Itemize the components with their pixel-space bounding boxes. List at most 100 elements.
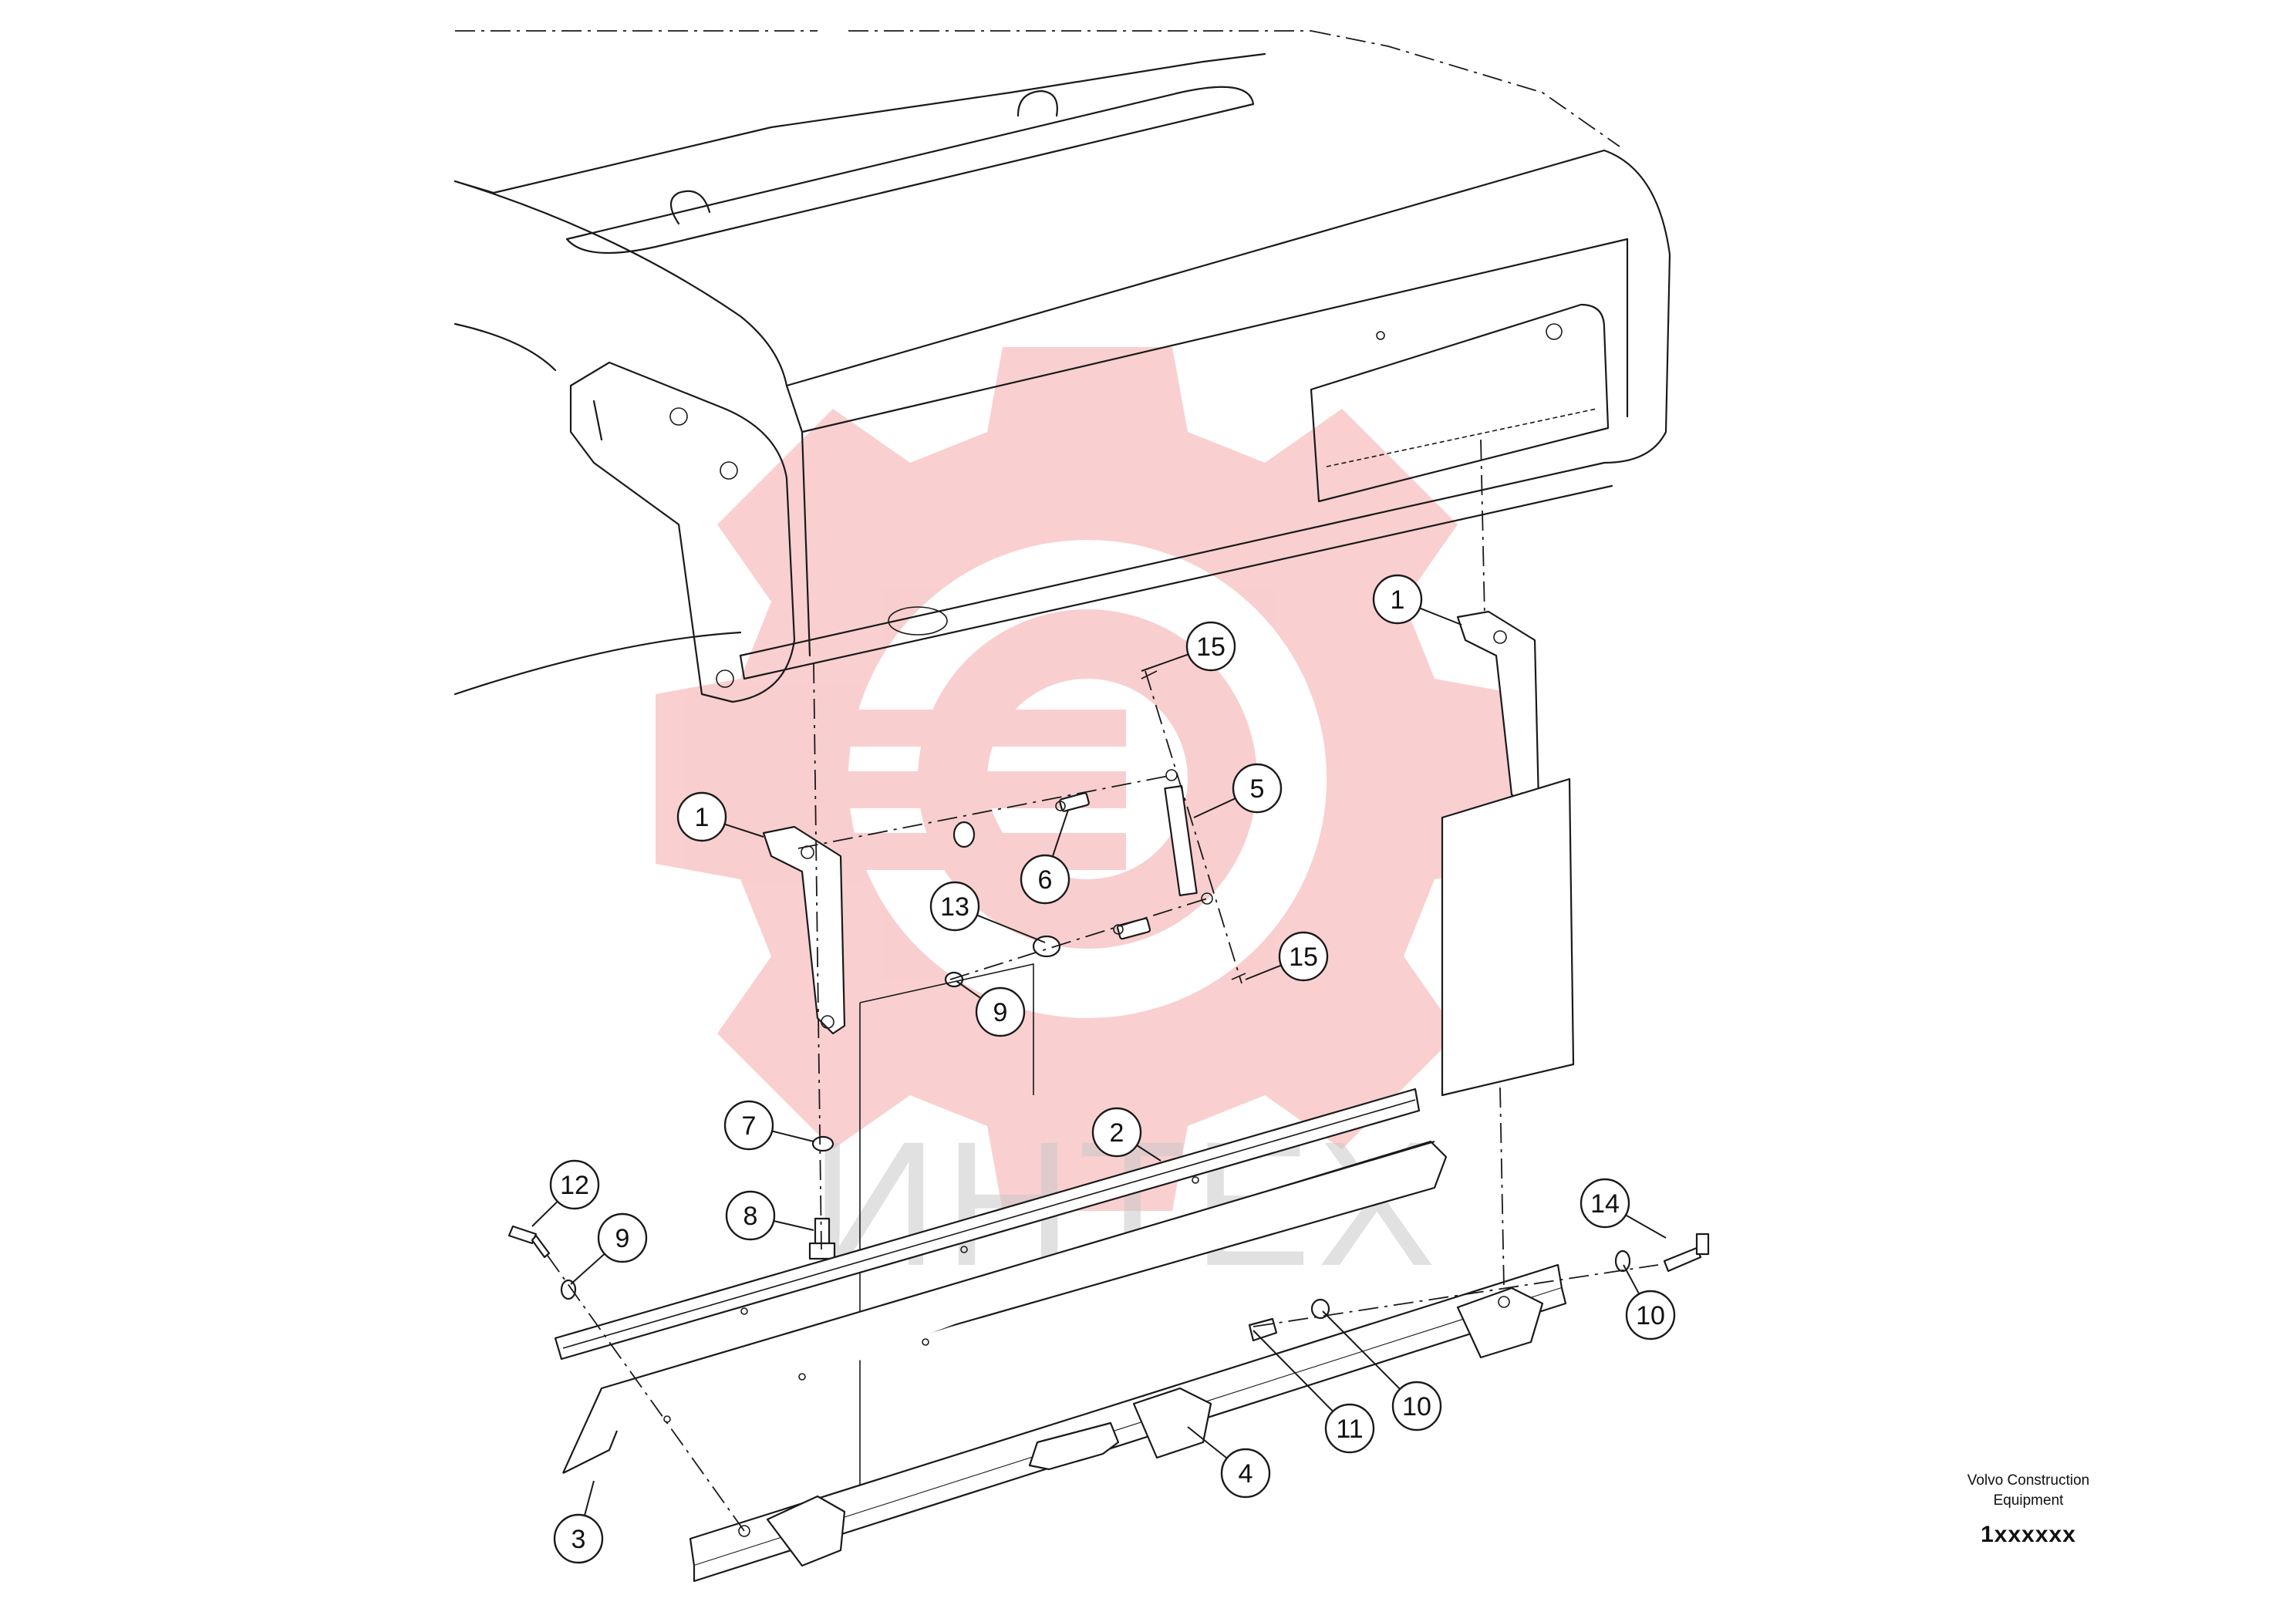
assembly-centerlines (547, 439, 1659, 1532)
rubber-plate-lower (561, 1140, 1448, 1474)
callout-leader (773, 1220, 814, 1231)
bolt-right (1663, 1233, 1710, 1273)
callout-leader (1322, 1310, 1401, 1390)
title-block: Volvo Construction Equipment 1xxxxxx (1905, 1471, 2152, 1548)
callout-number: 6 (1038, 865, 1053, 895)
callout-balloon (1232, 763, 1283, 814)
callout-c10b: 10 (1623, 1264, 1676, 1340)
callout-number: 15 (1196, 632, 1226, 662)
callout-c5: 5 (1193, 763, 1283, 818)
callout-leader (976, 914, 1046, 943)
callout-balloon (1391, 1381, 1442, 1431)
callout-leader (1625, 1214, 1667, 1239)
callout-balloon (1091, 1107, 1142, 1158)
bolt-left (507, 1225, 551, 1259)
callout-c13: 13 (929, 881, 1046, 943)
callout-balloon (1278, 931, 1329, 982)
callout-balloon (597, 1212, 648, 1263)
callout-c6: 6 (1020, 809, 1070, 905)
flat-washer (811, 1135, 834, 1152)
callout-leader (584, 1480, 595, 1516)
callout-balloon (549, 1159, 600, 1210)
callout-c10a: 10 (1322, 1310, 1442, 1431)
callout-balloon (553, 1513, 604, 1564)
callout-balloon (929, 881, 980, 932)
callout-balloon (1324, 1403, 1375, 1454)
callout-number: 2 (1110, 1118, 1124, 1148)
callout-balloon (1185, 621, 1236, 672)
ball-stud-upper (1055, 792, 1090, 812)
callout-leader (1051, 809, 1069, 857)
callout-number: 1 (695, 803, 710, 832)
callout-c2: 2 (1091, 1107, 1161, 1162)
callout-number: 10 (1636, 1301, 1665, 1330)
callout-leader (1419, 607, 1462, 626)
callout-number: 7 (742, 1111, 757, 1141)
callout-balloon (975, 986, 1026, 1037)
callout-number: 1 (1391, 585, 1405, 615)
callout-c15a: 15 (1141, 621, 1236, 672)
callout-c1b: 1 (676, 791, 764, 842)
washer-left (560, 1279, 577, 1300)
callout-leader (531, 1201, 558, 1227)
callout-c8: 8 (725, 1190, 814, 1241)
callout-number: 4 (1239, 1459, 1253, 1489)
callout-number: 14 (1590, 1189, 1620, 1219)
callout-leader (570, 1253, 605, 1285)
callout-number: 10 (1402, 1392, 1431, 1421)
callout-leader (1623, 1264, 1640, 1295)
callout-c11: 11 (1253, 1330, 1375, 1454)
callout-balloon (1625, 1290, 1676, 1340)
callout-leader (771, 1130, 814, 1142)
hex-bolt-vertical (808, 1217, 836, 1260)
callout-number: 15 (1289, 943, 1318, 972)
callout-number: 12 (560, 1171, 589, 1200)
callout-number: 8 (743, 1202, 758, 1231)
callout-number: 5 (1250, 774, 1265, 804)
washer-right (1614, 1249, 1631, 1273)
callout-balloon (725, 1190, 776, 1241)
callout-leader (1253, 1330, 1333, 1412)
callout-number: 11 (1336, 1415, 1363, 1444)
callout-balloon (1372, 574, 1423, 625)
watermark-gear-logo (656, 347, 1519, 1211)
callout-leader (1141, 653, 1189, 672)
callout-balloon (1020, 854, 1070, 905)
callout-c12: 12 (531, 1159, 600, 1227)
callout-c4: 4 (1187, 1426, 1271, 1499)
callout-c15b: 15 (1245, 931, 1329, 982)
mounting-bar (689, 1263, 1567, 1583)
callout-leader (1136, 1145, 1161, 1162)
callout-c14: 14 (1580, 1178, 1667, 1239)
callout-leader (1245, 964, 1282, 980)
callout-leader (956, 980, 982, 1000)
callout-c7: 7 (723, 1100, 814, 1151)
callout-leader (1187, 1426, 1228, 1459)
spacer-sleeve (1248, 1317, 1278, 1342)
callout-c3: 3 (553, 1480, 604, 1564)
callout-balloon (676, 791, 727, 842)
callout-balloon (723, 1100, 774, 1151)
callout-balloon (1580, 1178, 1630, 1229)
gas-strut (1164, 769, 1213, 905)
callout-number: 3 (571, 1525, 586, 1554)
callout-c9a: 9 (956, 980, 1026, 1037)
company-name-line1: Volvo Construction (1967, 1472, 2090, 1489)
hose-clip-fasteners (1141, 670, 1246, 980)
callout-leader (724, 823, 764, 838)
cover-panel-left (859, 963, 1034, 1489)
callout-c9b: 9 (570, 1212, 648, 1285)
machine-frame (453, 30, 1671, 703)
callout-balloon (1220, 1448, 1271, 1499)
callout-c1a: 1 (1372, 574, 1462, 626)
rubber-strip-upper (554, 1088, 1421, 1361)
callout-number: 9 (993, 998, 1008, 1027)
callout-number: 9 (615, 1224, 630, 1253)
callout-leader (1193, 798, 1236, 818)
company-name-line2: Equipment (1993, 1492, 2064, 1509)
drawing-number: 1xxxxxx (1981, 1522, 2076, 1547)
callout-number: 13 (940, 892, 969, 922)
